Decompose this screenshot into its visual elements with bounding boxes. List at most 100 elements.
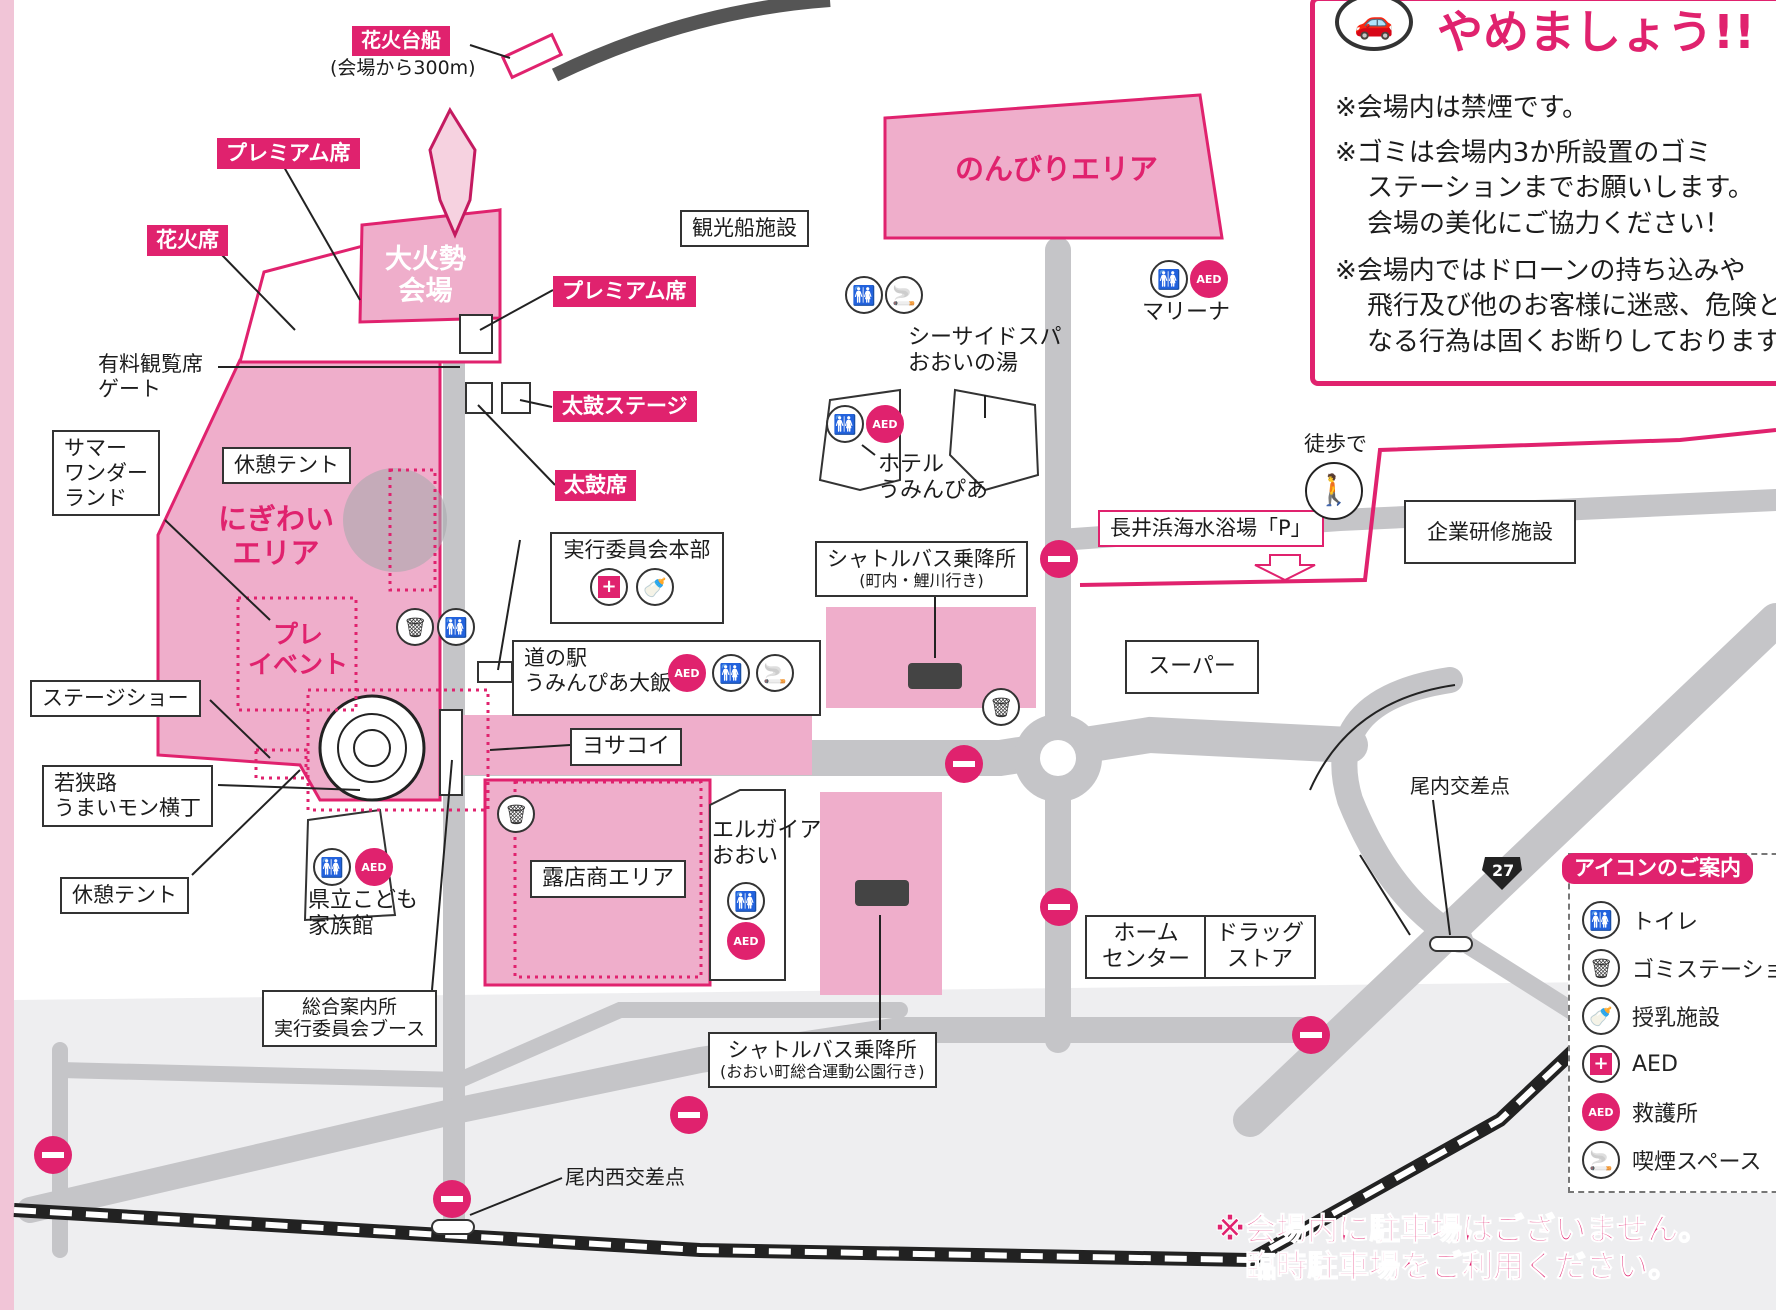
trash-icon: 🗑 [396,608,434,646]
no-entry-icon [670,1096,708,1134]
dotted-roten [513,780,703,979]
premium-box2 [459,314,493,354]
notice-line-5: ※会場内ではドローンの持ち込みや [1335,256,1746,286]
legend-label: トイレ [1632,910,1699,935]
line-yosakoi [489,744,571,751]
label-hanabi-daisen-sub: (会場から300m) [330,57,476,79]
aed-icon: + [590,568,628,606]
first-aid-icon: AED [1582,1093,1620,1131]
legend-label: AED [1632,1051,1678,1077]
taiko-box2 [501,382,531,414]
no-car-icon: 🚗 [1335,0,1413,51]
label-ohi-kaijo-1: 大火勢 [385,244,466,275]
label-elgaia-2: おおい [712,843,779,869]
aed-cross-shape: + [1590,1053,1612,1075]
line-michinoeki [497,539,521,671]
road-arrow [1309,684,1456,791]
notice-line-3: ステーションまでお願いします。 [1367,173,1754,203]
first-aid-icon: AED [727,922,765,960]
legend-item-first-aid: AED 救護所 [1582,1093,1698,1131]
label-kyukei-tent2: 休憩テント [60,877,189,914]
label-hotel-2: うみんぴあ [878,477,989,503]
label-kodomo-2: 家族館 [308,913,375,939]
label-pre-event-1: プレ [273,620,324,649]
smoking-icon: 🚬 [756,654,794,692]
line-stage-show [209,699,271,759]
notice-line-6: 飛行及び他のお客様に迷惑、危険と [1367,291,1776,321]
notice-title: やめましょう!! [1437,5,1755,59]
label-shuttle1-2: (町内・鯉川行き) [859,570,984,590]
baby-bottle-icon: 🍼 [1582,997,1620,1035]
label-sogo-2: 実行委員会ブース [274,1018,426,1041]
label-shuttle2-2: (おおい町総合運動公園行き) [720,1061,925,1081]
label-parking-2: 臨時駐車場をご利用ください。 [1245,1248,1680,1285]
label-yuryo-gate-1: 有料観覧席 [98,352,203,376]
dotted-wakasa [254,748,308,780]
line-hotel [861,444,876,456]
label-yosakoi: ヨサコイ [570,728,683,766]
dotted-areas [236,468,703,979]
walking-route [1079,428,1776,587]
label-kodomo-1: 県立こども [308,888,419,913]
label-kankosen: 観光船施設 [680,210,809,247]
legend-label: 救護所 [1632,1102,1699,1127]
baby-bottle-icon: 🍼 [636,568,674,606]
label-hanabi-seki: 花火席 [147,225,228,256]
stage-circle-inner [353,729,391,767]
label-shuttle2-1: シャトルバス乗降所 [727,1038,917,1062]
label-nigiwai-1: にぎわい [218,502,335,536]
label-sogo-1: 総合案内所 [302,996,398,1018]
label-seaside: シーサイドスパ おおいの湯 [908,325,1062,377]
legend-item-smoking: 🚬喫煙スペース [1582,1141,1761,1179]
shore-line [551,0,831,82]
road-arrow [1359,854,1411,936]
label-kodomo: 県立こども 家族館 [308,888,418,940]
road-curve-right [1331,667,1473,953]
no-entry-icon [1292,1016,1330,1054]
smoking-icon: 🚬 [1582,1141,1620,1179]
legend-item-nursing: 🍼授乳施設 [1582,997,1720,1035]
line-taiko-stage [519,399,553,408]
label-marina: マリーナ [1142,300,1231,325]
traffic-signal [431,1219,475,1235]
toilet-icon: 🚻 [845,276,883,314]
route-27-sign [1482,857,1522,890]
label-taiko-stage: 太鼓ステージ [553,391,697,422]
line-summer [164,519,271,621]
area-nonbiri [883,93,1224,240]
trash-icon: 🗑 [982,688,1020,726]
line-hanabi-daisen [469,44,511,59]
label-shuttle1: シャトルバス乗降所 (町内・鯉川行き) [815,541,1028,597]
label-jikko-honbu-text: 実行委員会本部 [563,538,711,562]
notice-line-7: なる行為は固くお断りしております。 [1367,327,1776,357]
label-home-center: ホーム センター [1085,915,1207,979]
line-sogo [431,759,453,991]
label-kigyo: 企業研修施設 [1404,500,1576,564]
label-elgaia: エルガイア おおい [712,818,821,870]
label-pre-event: プレ イベント [248,620,348,679]
label-pre-event-2: イベント [248,649,349,679]
no-entry-icon [945,745,983,783]
label-sogo: 総合案内所 実行委員会ブース [262,990,438,1047]
legend-title: アイコンのご案内 [1562,853,1753,884]
dotted-play-event [236,596,358,712]
label-summer-wonderland: サマー ワンダー ランド [52,430,160,517]
road-lower-horizontal [17,1017,1313,1223]
aed-cross-shape: + [598,576,620,598]
toilet-icon: 🚻 [712,654,750,692]
toilet-icon: 🚻 [727,882,765,920]
first-aid-icon: AED [355,848,393,886]
toilet-icon: 🚻 [826,405,864,443]
line-onai [1432,799,1451,936]
label-premium1: プレミアム席 [217,138,360,169]
label-wakasaji: 若狭路 うまいモン横丁 [42,765,213,827]
walker-icon: 🚶 [1305,462,1363,520]
label-nonbiri: のんびりエリア [955,152,1159,186]
line-taiko-seki [477,404,556,486]
label-drug-2: ストア [1226,946,1293,972]
legend-item-toilet: 🚻トイレ [1582,901,1698,939]
label-hotel: ホテル うみんぴあ [878,452,988,504]
label-hotel-1: ホテル [878,452,945,477]
